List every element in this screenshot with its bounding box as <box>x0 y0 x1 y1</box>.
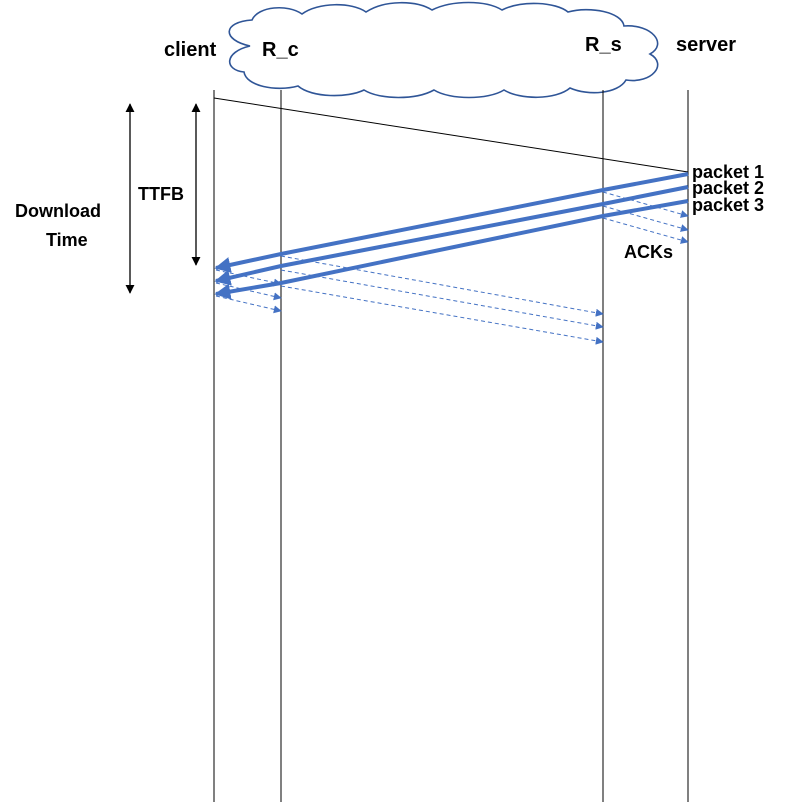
packet-1-label: packet 1 <box>692 162 764 182</box>
packet-2-arrow <box>214 185 689 286</box>
client-label: client <box>164 39 217 61</box>
ack-3-middle <box>280 285 604 345</box>
data-packets <box>214 172 689 300</box>
network-cloud <box>228 1 659 99</box>
request-line <box>213 97 689 173</box>
ack-2-middle <box>280 269 604 330</box>
ack-1-server <box>602 191 689 218</box>
download-time-label-line1: Download <box>15 201 101 221</box>
packet-2-label: packet 2 <box>692 178 764 198</box>
ack-3-client <box>215 295 282 314</box>
server-label: server <box>676 34 736 56</box>
r-s-label: R_s <box>585 34 622 56</box>
ack-1-middle <box>280 255 604 317</box>
ttfb-label: TTFB <box>138 184 184 204</box>
packet-1-arrow <box>214 172 689 273</box>
ack-3-server <box>602 217 689 244</box>
packet-3-label: packet 3 <box>692 195 764 215</box>
ack-2-server <box>602 205 689 232</box>
middle-acks <box>280 255 604 345</box>
download-time-label-line2: Time <box>46 230 88 250</box>
acks-label: ACKs <box>624 242 673 262</box>
packet-3-arrow <box>214 199 689 300</box>
server-side-acks <box>602 191 689 244</box>
r-c-label: R_c <box>262 39 299 61</box>
